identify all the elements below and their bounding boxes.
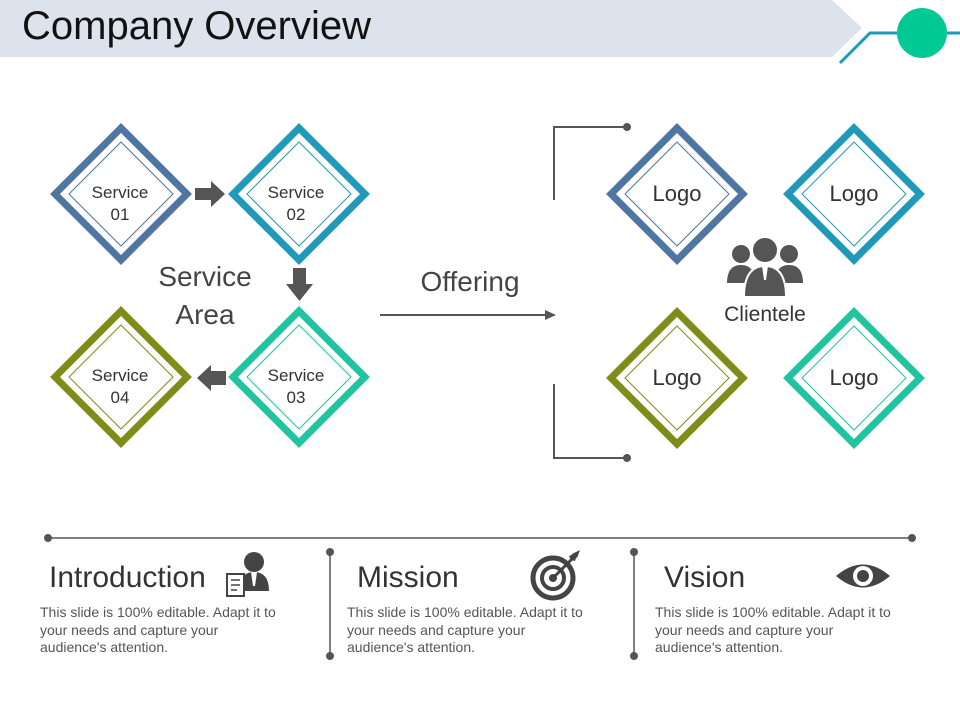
diamond-inner-frame: [246, 324, 352, 430]
column-separator-1-bottom-dot: [326, 652, 334, 660]
arrow-left-icon: [197, 365, 226, 391]
arrow-down-icon: [286, 268, 313, 301]
introduction-heading: Introduction: [49, 561, 206, 594]
logo-label-3: Logo: [652, 365, 702, 390]
diamond-inner-frame: [801, 141, 907, 247]
bracket-top: [553, 126, 627, 200]
section-divider-left-dot: [44, 534, 52, 542]
diamond-inner-frame: [801, 325, 907, 431]
service-diamond-03: [228, 306, 370, 448]
diamond-inner-frame: [624, 141, 730, 247]
diamond-inner-frame: [624, 325, 730, 431]
bracket-top-dot: [623, 123, 631, 131]
arrow-right-icon: [195, 181, 225, 207]
title-accent-dot: [897, 8, 947, 58]
logo-label-1: Logo: [652, 181, 702, 206]
service-diamond-04: [50, 306, 192, 448]
logo-diamond-1: [606, 123, 748, 265]
businessman-document-icon: [226, 552, 269, 597]
page-title: Company Overview: [22, 4, 372, 48]
service-diamond-01: [50, 123, 192, 265]
diamond-inner-frame: [68, 324, 174, 430]
column-separator-2-bottom-dot: [630, 652, 638, 660]
column-separator-1-top-dot: [326, 548, 334, 556]
logo-diamond-4: [783, 307, 925, 449]
logo-label-2: Logo: [829, 181, 879, 206]
bracket-bottom-dot: [623, 454, 631, 462]
diamond-outer-frame: [50, 123, 192, 265]
column-separator-2-top-dot: [630, 548, 638, 556]
vision-heading: Vision: [664, 561, 746, 594]
target-icon: [530, 550, 580, 601]
offering-label: Offering: [420, 266, 520, 297]
service-diamond-02: [228, 123, 370, 265]
bracket-bottom: [553, 384, 627, 459]
diamond-outer-frame: [228, 306, 370, 448]
mission-heading: Mission: [357, 561, 459, 594]
offering-arrow-head: [545, 310, 556, 320]
logo-label-4: Logo: [829, 365, 879, 390]
vision-text: This slide is 100% editable. Adapt it to…: [655, 604, 891, 655]
section-divider-right-dot: [908, 534, 916, 542]
introduction-text: This slide is 100% editable. Adapt it to…: [40, 604, 276, 655]
diamond-outer-frame: [783, 123, 925, 265]
people-group-icon: [727, 236, 803, 298]
diamond-outer-frame: [228, 123, 370, 265]
diamond-outer-frame: [783, 307, 925, 449]
diamond-inner-frame: [68, 141, 174, 247]
logo-diamond-3: [606, 307, 748, 449]
mission-text: This slide is 100% editable. Adapt it to…: [347, 604, 583, 655]
diamond-inner-frame: [246, 141, 352, 247]
eye-icon: [836, 564, 890, 588]
title-band: [0, 0, 862, 57]
diamond-outer-frame: [606, 307, 748, 449]
diamond-outer-frame: [606, 123, 748, 265]
clientele-label: Clientele: [724, 303, 806, 326]
diamond-outer-frame: [50, 306, 192, 448]
logo-diamond-2: [783, 123, 925, 265]
